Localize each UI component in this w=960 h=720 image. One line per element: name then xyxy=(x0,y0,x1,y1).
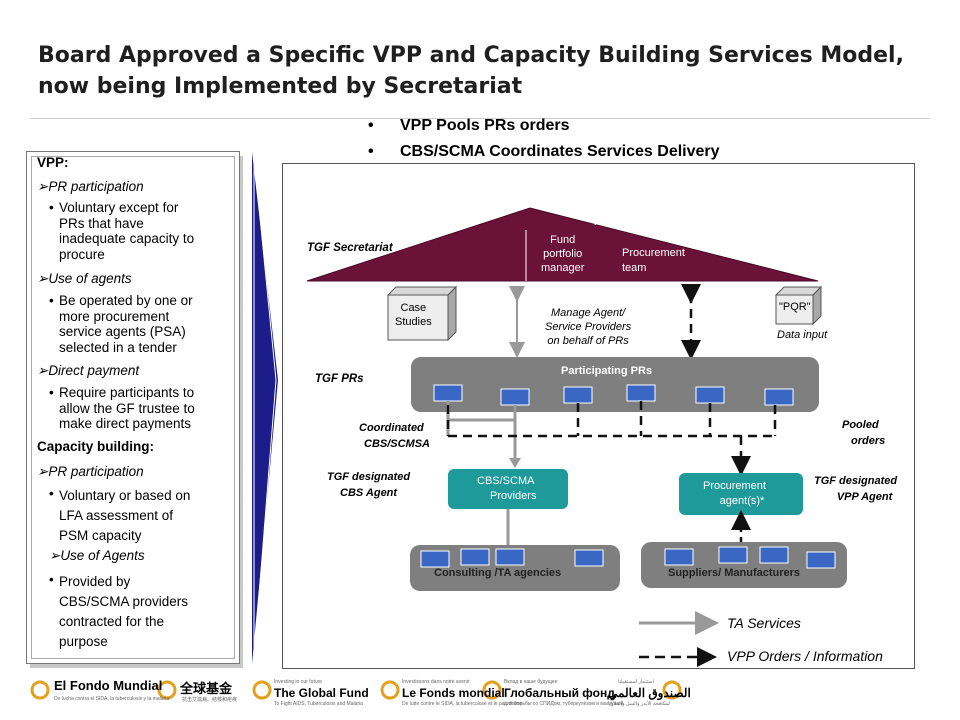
cb-pr-detail: Voluntary or based on LFA assessment of … xyxy=(59,488,191,543)
case-studies-label: Case Studies xyxy=(395,302,432,328)
logo-chinese: 全球基金 xyxy=(180,681,233,696)
vpp-heading: VPP: xyxy=(37,155,69,170)
fund-portfolio-manager-label: Fund portfolio manager xyxy=(541,234,585,274)
cb-use-of-agents: ➢Use of Agents xyxy=(49,548,145,563)
footer-logo-marks xyxy=(30,680,682,700)
logo-english: The Global Fund xyxy=(274,686,369,700)
bullet-item: •CBS/SCMA Coordinates Services Delivery xyxy=(368,143,720,160)
logo-mark-icon xyxy=(380,680,400,700)
pr-box xyxy=(563,386,593,404)
bullet-dot: • xyxy=(49,385,54,400)
ta-services-legend: TA Services xyxy=(727,615,801,631)
pooled-orders-label: Pooled orders xyxy=(842,419,886,447)
diagram-graphics xyxy=(306,207,847,667)
footer-logo-strip: El Fondo Mundial De lucha contra el SIDA… xyxy=(30,672,930,712)
vpp-use-of-agents: ➢Use of agents xyxy=(37,271,132,286)
manage-agent-label: Manage Agent/ Service Providers on behal… xyxy=(545,307,632,347)
cb-pr-participation: ➢PR participation xyxy=(37,464,144,479)
key-bullets: •VPP Pools PRs orders •CBS/SCMA Coordina… xyxy=(368,113,720,165)
bullet-dot: • xyxy=(49,293,54,308)
title-line-2: now being Implemented by Secretariat xyxy=(38,74,523,99)
cbs-providers-label: CBS/SCMA Providers xyxy=(477,475,537,502)
tagline-french: Investissons dans notre avenir xyxy=(402,679,470,685)
tgf-designated-cbs-label: TGF designated CBS Agent xyxy=(327,471,411,499)
bullet-dot: • xyxy=(49,200,54,215)
caption-spanish: De lucha contra el SIDA, la tuberculosis… xyxy=(54,696,170,702)
logo-spanish: El Fondo Mundial xyxy=(54,678,163,693)
agency-box xyxy=(460,548,490,566)
pqr-box xyxy=(774,285,823,326)
vpp-agents-detail: Be operated by one or more procurement s… xyxy=(59,293,193,355)
cbs-providers-box xyxy=(448,469,568,509)
vpp-orders-legend: VPP Orders / Information xyxy=(727,648,883,664)
case-studies-box xyxy=(386,285,458,342)
capacity-heading: Capacity building: xyxy=(37,439,155,454)
logo-arabic: الصندوق العالمي xyxy=(608,686,691,700)
logo-mark-icon xyxy=(662,680,682,700)
caption-english: To Fight AIDS, Tuberculosis and Malaria xyxy=(274,701,363,707)
logo-mark-icon xyxy=(30,680,50,700)
pr-box xyxy=(500,388,530,406)
global-fund-label: The Global Fund xyxy=(592,216,679,228)
procurement-agent-box xyxy=(679,473,803,515)
bullet-item: •VPP Pools PRs orders xyxy=(368,117,570,134)
caption-french: De lutte contre le SIDA, la tuberculose … xyxy=(402,701,522,707)
bullet-dot: • xyxy=(49,486,54,501)
pqr-label: "PQR" xyxy=(779,301,811,313)
agency-box xyxy=(420,550,450,568)
logo-russian: Глобальный фонд xyxy=(504,686,615,700)
logo-mark-icon xyxy=(252,680,272,700)
caption-russian: для борьбы со СПИДом, туберкулёзом и мал… xyxy=(504,701,624,707)
procurement-team-label: Procurement team xyxy=(622,247,685,274)
agency-box xyxy=(495,548,525,566)
agency-box xyxy=(574,549,604,567)
page-title: Board Approved a Specific VPP and Capaci… xyxy=(38,40,918,102)
vpp-pr-participation: ➢PR participation xyxy=(37,179,144,194)
logo-mark-icon xyxy=(482,680,502,700)
diagram-panel: The Global Fund Fund portfolio manager P… xyxy=(282,163,915,669)
pr-box xyxy=(764,388,794,406)
vpp-direct-payment: ➢Direct payment xyxy=(37,363,140,378)
tagline-arabic: استثمار لمستقبلنا xyxy=(618,679,654,685)
logo-mark-icon xyxy=(157,680,177,700)
caption-chinese: 抗击艾滋病、结核和疟疾 xyxy=(182,697,238,703)
tgf-prs-label: TGF PRs xyxy=(315,373,364,385)
tagline-russian: Вклад в наше будущее xyxy=(504,679,558,685)
vpp-payment-detail: Require participants to allow the GF tru… xyxy=(59,385,195,431)
coordinated-label: Coordinated CBS/SCMSA xyxy=(359,422,431,450)
tgf-secretariat-label: TGF Secretariat xyxy=(307,242,393,254)
supplier-box xyxy=(664,548,694,566)
caption-arabic: لمكافحة الأيدز والسل والملاريا xyxy=(608,701,670,707)
supplier-box xyxy=(759,546,789,564)
tgf-designated-vpp-label: TGF designated VPP Agent xyxy=(814,475,898,503)
suppliers-label: Suppliers/ Manufacturers xyxy=(668,567,801,579)
cb-agents-detail: Provided by CBS/SCMA providers contracte… xyxy=(59,574,189,649)
pr-box xyxy=(433,384,463,402)
consulting-label: Consulting /TA agencies xyxy=(434,567,562,579)
tagline-english: Investing in our future xyxy=(274,679,323,685)
logo-french: Le Fonds mondial xyxy=(402,686,505,700)
left-panel: VPP: ➢PR participation • Voluntary excep… xyxy=(26,151,240,664)
global-fund-roof xyxy=(306,207,819,282)
pr-boxes xyxy=(433,384,794,406)
vpp-pr-detail: Voluntary except for PRs that have inade… xyxy=(59,200,195,262)
pr-box xyxy=(695,386,725,404)
procurement-agents-label: Procurement agent(s)* xyxy=(703,480,766,507)
flow-chevron-arrow xyxy=(252,152,278,664)
supplier-box xyxy=(718,546,748,564)
title-divider xyxy=(30,118,930,119)
pr-box xyxy=(626,384,656,402)
participating-prs-label: Participating PRs xyxy=(561,365,653,377)
title-line-1: Board Approved a Specific VPP and Capaci… xyxy=(38,43,904,68)
data-input-label: Data input xyxy=(777,329,828,341)
supplier-box xyxy=(806,551,836,569)
bullet-dot: • xyxy=(49,572,54,587)
